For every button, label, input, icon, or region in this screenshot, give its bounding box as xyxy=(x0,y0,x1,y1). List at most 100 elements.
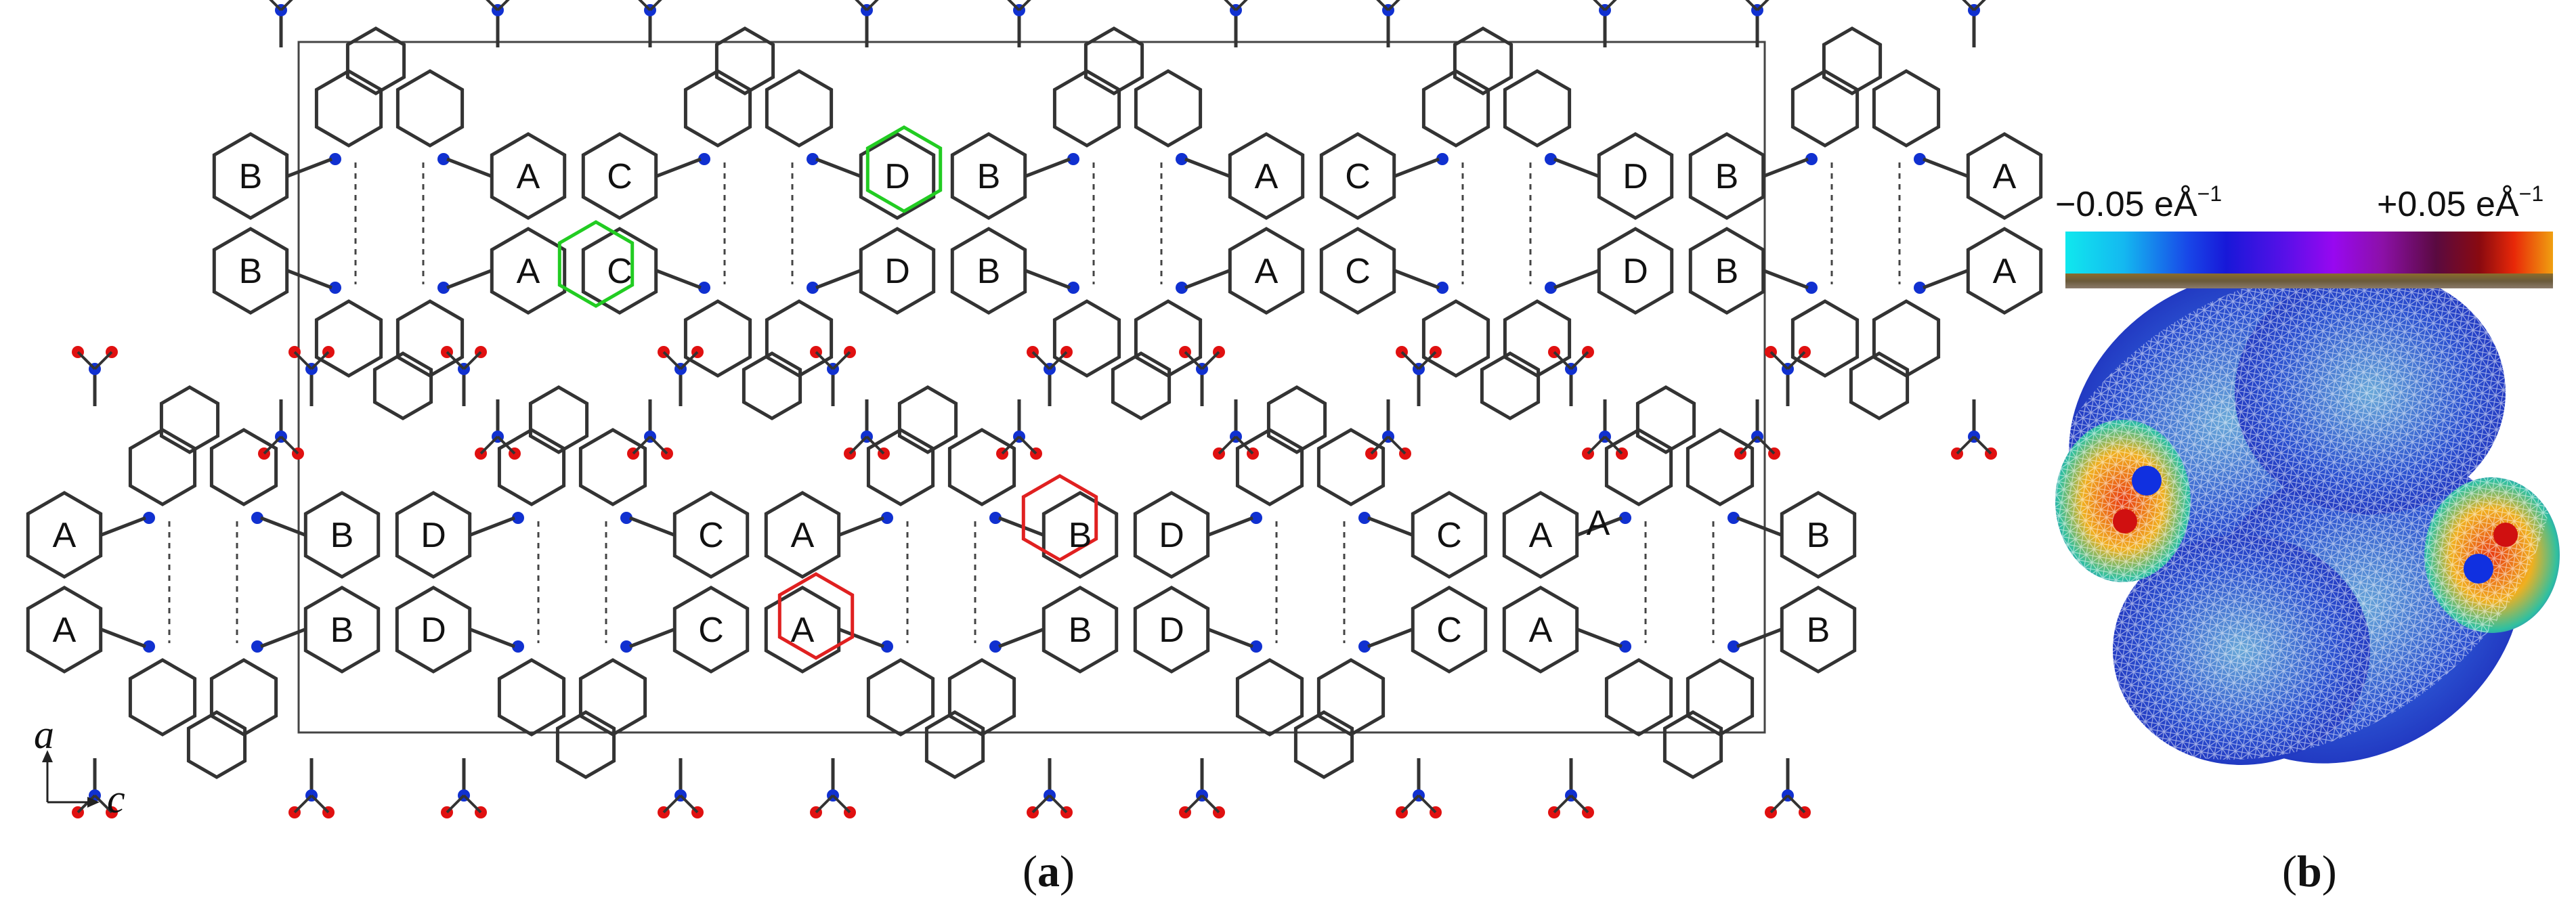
axis-indicator: a c xyxy=(34,712,125,821)
highlight-ring-red xyxy=(1021,474,1098,562)
nitrogen-atom xyxy=(1727,512,1740,524)
nitrogen-atom xyxy=(1250,640,1262,653)
core-ring xyxy=(159,385,220,454)
phenyl-ring xyxy=(672,586,750,674)
nitro-bond xyxy=(93,794,113,814)
nitro-bond xyxy=(1048,794,1068,814)
ring-bond xyxy=(1763,157,1809,178)
nitrogen-atom xyxy=(251,512,263,524)
phenyl-ring xyxy=(26,491,103,579)
core-ring xyxy=(714,26,775,95)
core-ring xyxy=(1235,428,1304,506)
nitro-bond xyxy=(832,351,851,370)
ring-label: C xyxy=(1345,252,1371,291)
phenyl-ring xyxy=(1966,227,2043,315)
ring-bond xyxy=(1025,157,1071,178)
nitrogen-atom xyxy=(1250,512,1262,524)
ring-label: B xyxy=(977,157,1001,196)
nitro-bond xyxy=(1786,794,1806,814)
ring-bond xyxy=(1184,269,1230,290)
ring-label: B xyxy=(1807,611,1830,650)
phenyl-ring xyxy=(26,586,103,674)
ring-bond xyxy=(260,628,305,649)
phenyl-ring xyxy=(672,491,750,579)
core-ring xyxy=(1453,26,1514,95)
ring-label-extra: A xyxy=(1587,504,1610,543)
ring-bond xyxy=(815,157,861,178)
nitro-bond xyxy=(1570,351,1589,370)
nitro-bond xyxy=(1376,0,1390,12)
ring-bond xyxy=(998,628,1044,649)
ring-label: A xyxy=(517,252,540,291)
nitrogen-atom xyxy=(620,640,632,653)
core-ring xyxy=(1111,351,1172,420)
nitro-bond xyxy=(1956,435,1975,455)
nitrogen-atom xyxy=(1545,282,1557,294)
ring-label: A xyxy=(791,516,815,555)
nitrogen-atom xyxy=(881,512,893,524)
axis-label-c: c xyxy=(107,776,125,821)
core-ring xyxy=(1604,658,1673,737)
phenyl-ring xyxy=(581,132,658,220)
ring-bond xyxy=(470,516,515,537)
ring-label: A xyxy=(517,157,540,196)
ring-label: D xyxy=(884,252,910,291)
phenyl-ring xyxy=(1597,132,1674,220)
nitrogen-atom xyxy=(1805,282,1818,294)
ring-label: D xyxy=(1623,252,1648,291)
core-ring xyxy=(395,299,465,378)
ring-bond xyxy=(446,269,492,290)
nitro-bond xyxy=(479,435,499,455)
nitro-bond xyxy=(1007,0,1021,12)
nitro-bond xyxy=(310,351,330,370)
nitro-bond xyxy=(1553,351,1572,370)
nitro-bond xyxy=(446,794,465,814)
ring-label: A xyxy=(1255,252,1279,291)
phenyl-ring xyxy=(490,132,567,220)
nitrogen-atom xyxy=(512,640,524,653)
nitro-bond xyxy=(1769,351,1789,370)
nitrogen-atom xyxy=(1436,282,1448,294)
ring-bond xyxy=(656,157,702,178)
core-ring xyxy=(1849,351,1910,420)
ring-bond xyxy=(1208,628,1253,649)
core-ring xyxy=(395,69,465,148)
ring-label-layer: BBAACCDDBBAACCDDBBAAAABBDDCCAABBDDCCAABB… xyxy=(53,157,2017,650)
nitrogen-atom xyxy=(989,640,1002,653)
nitro-bond xyxy=(1786,351,1806,370)
ring-bond xyxy=(1736,628,1782,649)
ring-bond xyxy=(1184,157,1230,178)
nitro-bond xyxy=(463,794,482,814)
phenyl-ring xyxy=(212,132,289,220)
ring-label: C xyxy=(698,611,724,650)
nitrogen-atom xyxy=(1176,282,1188,294)
ring-label: C xyxy=(607,157,632,196)
core-ring xyxy=(372,351,433,420)
core-ring xyxy=(947,428,1016,506)
core-ring xyxy=(497,428,566,506)
nitro-bond xyxy=(1745,0,1759,12)
nitrogen-atom xyxy=(437,153,450,165)
nitrogen-atom xyxy=(329,282,341,294)
ring-label: B xyxy=(1069,516,1092,555)
ring-bond xyxy=(815,269,861,290)
colorbar-base xyxy=(2065,273,2553,288)
core-ring xyxy=(765,69,834,148)
nitro-bond xyxy=(815,794,834,814)
nitrogen-atom xyxy=(437,282,450,294)
nitro-bond xyxy=(1201,794,1220,814)
phenyl-ring xyxy=(1042,586,1119,674)
nitro-bond xyxy=(486,0,499,12)
phenyl-ring xyxy=(1688,132,1765,220)
nitro-bond xyxy=(855,0,868,12)
core-ring xyxy=(765,299,834,378)
nitrogen-atom xyxy=(1067,282,1079,294)
phenyl-ring xyxy=(1411,586,1488,674)
nitrogen-atom xyxy=(807,153,819,165)
ring-bond xyxy=(629,516,674,537)
core-ring xyxy=(1293,710,1354,779)
nitrogen-atom xyxy=(1914,282,1926,294)
nitro-bond xyxy=(1031,351,1051,370)
nitro-bond xyxy=(1973,435,1992,455)
